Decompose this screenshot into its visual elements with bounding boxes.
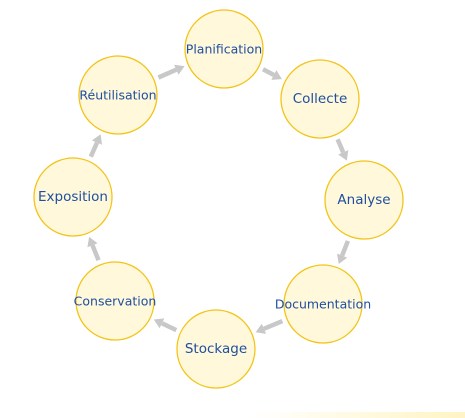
arrow-head-icon xyxy=(92,134,102,145)
arrow-shaft xyxy=(263,319,284,331)
arrow-head-icon xyxy=(338,150,349,161)
arrow-head-icon xyxy=(174,64,185,75)
arrow-shaft xyxy=(88,141,100,158)
arrow-planification-to-collecte xyxy=(261,67,282,80)
arrow-documentation-to-stockage xyxy=(255,319,284,334)
node-label-planification: Planification xyxy=(186,42,262,57)
node-conservation: Conservation xyxy=(74,261,157,341)
arrow-analyse-to-documentation xyxy=(337,240,350,264)
node-circle-reutilisation xyxy=(78,55,158,135)
bottom-edge-decoration xyxy=(250,412,465,418)
node-stockage: Stockage xyxy=(176,309,256,389)
arrow-shaft xyxy=(90,244,101,262)
arrows-layer xyxy=(87,64,350,334)
node-circle-documentation xyxy=(283,264,363,344)
node-exposition: Exposition xyxy=(33,157,113,237)
arrow-shaft xyxy=(161,321,178,333)
arrow-head-icon xyxy=(153,318,165,329)
arrow-shaft xyxy=(335,138,346,154)
node-circle-collecte xyxy=(280,59,360,139)
arrow-shaft xyxy=(157,67,178,80)
node-label-analyse: Analyse xyxy=(337,192,390,208)
arrow-head-icon xyxy=(337,253,348,264)
node-label-documentation: Documentation xyxy=(275,297,371,312)
arrow-head-icon xyxy=(271,70,282,80)
arrow-shaft xyxy=(261,67,275,77)
node-label-collecte: Collecte xyxy=(293,91,348,107)
node-label-conservation: Conservation xyxy=(74,294,157,309)
node-label-reutilisation: Réutilisation xyxy=(79,88,156,103)
arrow-collecte-to-analyse xyxy=(335,138,349,161)
node-circle-analyse xyxy=(324,160,404,240)
nodes-layer: PlanificationCollecteAnalyseDocumentatio… xyxy=(33,9,404,389)
arrow-stockage-to-conservation xyxy=(153,318,178,333)
node-circle-stockage xyxy=(176,309,256,389)
node-label-exposition: Exposition xyxy=(38,189,108,205)
arrow-shaft xyxy=(340,240,350,257)
node-collecte: Collecte xyxy=(280,59,360,139)
node-circle-conservation xyxy=(75,261,155,341)
node-planification: Planification xyxy=(184,9,264,89)
node-reutilisation: Réutilisation xyxy=(78,55,158,135)
arrow-reutilisation-to-planification xyxy=(157,64,185,80)
arrow-conservation-to-exposition xyxy=(87,236,101,262)
arrow-head-icon xyxy=(255,323,267,334)
node-analyse: Analyse xyxy=(324,160,404,240)
arrow-head-icon xyxy=(87,236,98,248)
node-label-stockage: Stockage xyxy=(185,341,247,357)
arrow-exposition-to-reutilisation xyxy=(88,134,102,158)
node-documentation: Documentation xyxy=(275,264,371,344)
node-circle-exposition xyxy=(33,157,113,237)
node-circle-planification xyxy=(184,9,264,89)
